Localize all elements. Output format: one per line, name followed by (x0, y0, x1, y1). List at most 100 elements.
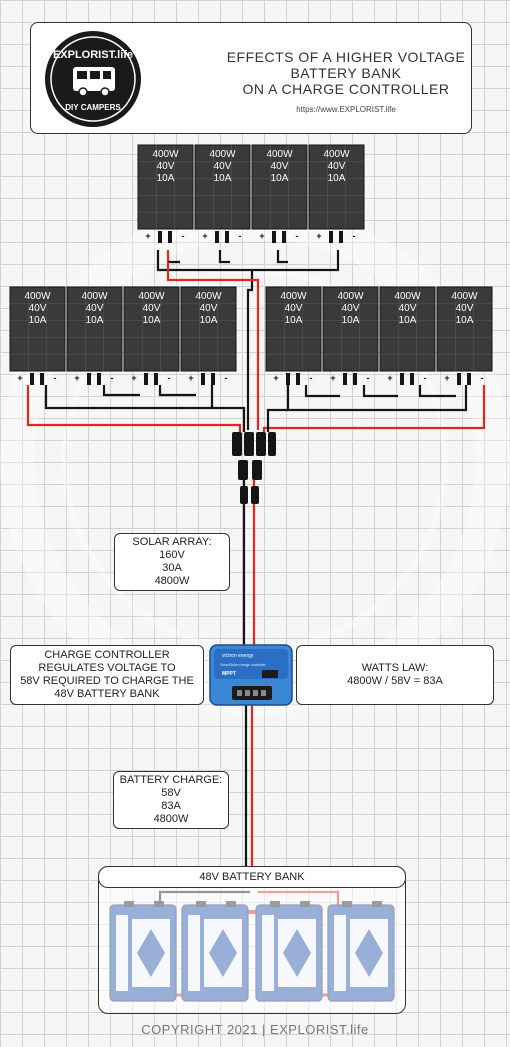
mc4-connector (154, 373, 158, 385)
panel-body (265, 286, 322, 372)
panel-body (9, 286, 66, 372)
panel-rating-amps: 10A (285, 315, 303, 326)
negative-terminal-label: - (168, 373, 171, 383)
negative-terminal-label: - (296, 231, 299, 241)
panel-rating-volts: 40V (399, 303, 417, 314)
positive-terminal-label: + (17, 373, 22, 383)
charge-controller-note: CHARGE CONTROLLER REGULATES VOLTAGE TO 5… (10, 645, 204, 705)
solar-panels: 400W40V10A+-400W40V10A+-400W40V10A+-400W… (9, 144, 493, 385)
panel-rating-watts: 400W (394, 291, 421, 302)
panel-body (66, 286, 123, 372)
panel-rating-amps: 10A (214, 173, 232, 184)
panel-rating-volts: 40V (200, 303, 218, 314)
header-box: EXPLORIST.life DIY CAMPERS EFFECTS OF A … (30, 22, 472, 134)
negative-terminal-label: - (310, 373, 313, 383)
positive-terminal-label: + (330, 373, 335, 383)
panel-rating-watts: 400W (451, 291, 478, 302)
mc4-connector (225, 231, 229, 243)
panel-rating-watts: 400W (138, 291, 165, 302)
positive-terminal-label: + (259, 231, 264, 241)
mc4-connector (40, 373, 44, 385)
panel-body (123, 286, 180, 372)
panel-rating-amps: 10A (157, 173, 175, 184)
panel-rating-amps: 10A (456, 315, 474, 326)
mc4-connector (296, 373, 300, 385)
panel-body (379, 286, 436, 372)
panel-rating-volts: 40V (271, 161, 289, 172)
panel-rating-watts: 400W (209, 149, 236, 160)
panel-body (308, 144, 365, 230)
battery-charge-box: BATTERY CHARGE: 58V 83A 4800W (113, 771, 229, 829)
panel-body (137, 144, 194, 230)
panel-rating-watts: 400W (81, 291, 108, 302)
panel-rating-amps: 10A (271, 173, 289, 184)
positive-terminal-label: + (202, 231, 207, 241)
panel-rating-volts: 40V (143, 303, 161, 314)
mc4-connector (467, 373, 471, 385)
mc4-connector (211, 373, 215, 385)
negative-terminal-label: - (424, 373, 427, 383)
panel-rating-watts: 400W (24, 291, 51, 302)
panel-rating-watts: 400W (152, 149, 179, 160)
mc4-connector (144, 373, 148, 385)
mc4-connector (272, 231, 276, 243)
panel-rating-amps: 10A (29, 315, 47, 326)
positive-terminal-label: + (145, 231, 150, 241)
mc4-connector (168, 231, 172, 243)
solar-array-box: SOLAR ARRAY: 160V 30A 4800W (114, 533, 230, 591)
panel-body (194, 144, 251, 230)
panel-body (180, 286, 237, 372)
watts-law-box: WATTS LAW: 4800W / 58V = 83A (296, 645, 494, 705)
panel-rating-amps: 10A (200, 315, 218, 326)
positive-terminal-label: + (273, 373, 278, 383)
mc4-connector (457, 373, 461, 385)
mc4-connector (282, 231, 286, 243)
panel-rating-volts: 40V (214, 161, 232, 172)
positive-terminal-label: + (188, 373, 193, 383)
panel-rating-volts: 40V (29, 303, 47, 314)
negative-terminal-label: - (481, 373, 484, 383)
logo-tagline: DIY CAMPERS (65, 103, 121, 112)
negative-terminal-label: - (353, 231, 356, 241)
negative-terminal-label: - (111, 373, 114, 383)
negative-terminal-label: - (239, 231, 242, 241)
panel-rating-watts: 400W (337, 291, 364, 302)
panel-body (251, 144, 308, 230)
battery-bank-title: 48V BATTERY BANK (98, 866, 406, 888)
panel-rating-watts: 400W (266, 149, 293, 160)
mc4-connector (158, 231, 162, 243)
mc4-connector (30, 373, 34, 385)
panel-rating-amps: 10A (399, 315, 417, 326)
mc4-connector (87, 373, 91, 385)
panel-rating-amps: 10A (86, 315, 104, 326)
controller-brand: victron energy (222, 653, 254, 659)
logo-wordmark: EXPLORIST.life (52, 49, 134, 61)
branch-connectors (232, 432, 276, 504)
panel-rating-amps: 10A (143, 315, 161, 326)
mc4-connector (400, 373, 404, 385)
panel-rating-volts: 40V (456, 303, 474, 314)
panel-body (322, 286, 379, 372)
site-url[interactable]: https://www.EXPLORIST.life (296, 105, 396, 114)
mc4-connector (201, 373, 205, 385)
mc4-connector (215, 231, 219, 243)
positive-terminal-label: + (444, 373, 449, 383)
negative-terminal-label: - (54, 373, 57, 383)
positive-terminal-label: + (131, 373, 136, 383)
mc4-connector (339, 231, 343, 243)
battery-bank-frame (98, 866, 406, 1014)
charge-controller: victron energy SmartSolar charge control… (209, 644, 293, 706)
positive-terminal-label: + (74, 373, 79, 383)
positive-terminal-label: + (387, 373, 392, 383)
controller-model: SmartSolar charge controller (220, 663, 267, 667)
controller-mppt: MPPT (222, 671, 236, 677)
panel-rating-volts: 40V (342, 303, 360, 314)
page-title: EFFECTS OF A HIGHER VOLTAGE BATTERY BANK… (226, 49, 466, 97)
